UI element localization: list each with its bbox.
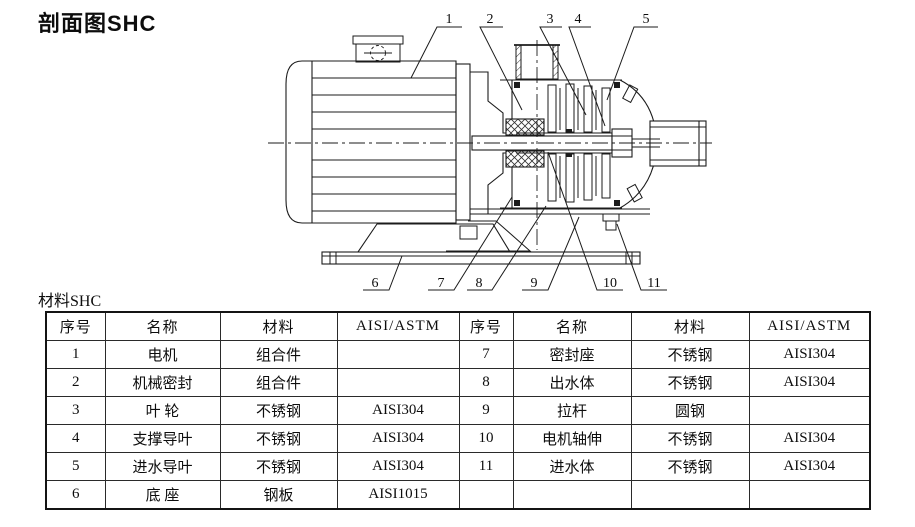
callout-label-5: 5 <box>643 12 650 27</box>
shaft-coupling <box>505 118 545 168</box>
col-header-no: 序号 <box>458 311 514 341</box>
cell-material: 不锈钢 <box>219 452 338 481</box>
motor-body <box>285 60 471 224</box>
cell-aisi: AISI304 <box>748 424 871 453</box>
cell-no: 7 <box>458 340 514 369</box>
bottom-flange <box>470 208 650 231</box>
impeller-stage-stack <box>500 79 622 209</box>
side-port <box>649 120 707 167</box>
cell-aisi <box>748 480 871 510</box>
materials-label: 材料SHC <box>38 293 102 310</box>
cell-aisi: AISI304 <box>748 340 871 369</box>
cell-aisi: AISI304 <box>748 368 871 397</box>
cell-name: 机械密封 <box>104 368 221 397</box>
table-row: 2 机械密封 组合件 8 出水体 不锈钢 AISI304 <box>45 368 871 397</box>
callout-label-11: 11 <box>647 276 660 291</box>
cell-aisi: AISI304 <box>336 424 460 453</box>
table-row: 5 进水导叶 不锈钢 AISI304 11 进水体 不锈钢 AISI304 <box>45 452 871 481</box>
cell-no: 5 <box>45 452 106 481</box>
motor-foot <box>356 220 532 253</box>
cell-aisi <box>336 340 460 369</box>
cell-no: 2 <box>45 368 106 397</box>
cell-no: 3 <box>45 396 106 425</box>
cell-material: 不锈钢 <box>219 424 338 453</box>
page-title: 剖面图SHC <box>38 11 157 36</box>
table-row: 3 叶 轮 不锈钢 AISI304 9 拉杆 圆钢 <box>45 396 871 425</box>
col-header-aisi: AISI/ASTM <box>336 311 460 341</box>
callout-label-6: 6 <box>372 276 379 291</box>
col-header-material: 材料 <box>219 311 338 341</box>
cell-material: 不锈钢 <box>630 340 750 369</box>
cell-no <box>458 480 514 510</box>
cell-material: 不锈钢 <box>219 396 338 425</box>
callout-numbers: 1 2 3 4 5 6 7 8 9 10 11 <box>372 12 661 291</box>
cell-material: 组合件 <box>219 368 338 397</box>
cell-aisi: AISI304 <box>336 396 460 425</box>
seal-rings <box>514 82 620 206</box>
col-header-no: 序号 <box>45 311 106 341</box>
callout-label-10: 10 <box>603 276 617 291</box>
cell-material: 不锈钢 <box>630 368 750 397</box>
cell-no: 11 <box>458 452 514 481</box>
base-plate <box>321 251 641 265</box>
cell-material: 圆钢 <box>630 396 750 425</box>
centerlines <box>268 40 712 250</box>
cell-no: 1 <box>45 340 106 369</box>
cell-aisi: AISI1015 <box>336 480 460 510</box>
cell-name <box>512 480 632 510</box>
cell-name: 进水体 <box>512 452 632 481</box>
materials-table: 序号 名称 材料 AISI/ASTM 序号 名称 材料 AISI/ASTM 1 … <box>45 311 871 510</box>
cell-name: 底 座 <box>104 480 221 510</box>
cell-name: 支撑导叶 <box>104 424 221 453</box>
cell-aisi <box>748 396 871 425</box>
cell-material: 不锈钢 <box>630 424 750 453</box>
callout-label-7: 7 <box>438 276 445 291</box>
cell-name: 出水体 <box>512 368 632 397</box>
cell-name: 拉杆 <box>512 396 632 425</box>
cell-name: 电机轴伸 <box>512 424 632 453</box>
cell-aisi: AISI304 <box>748 452 871 481</box>
cell-name: 密封座 <box>512 340 632 369</box>
callout-label-4: 4 <box>575 12 582 27</box>
cell-name: 进水导叶 <box>104 452 221 481</box>
pump-cross-section-diagram: 1 2 3 4 5 6 7 8 9 10 11 <box>268 12 712 291</box>
cell-aisi: AISI304 <box>336 452 460 481</box>
cell-name: 电机 <box>104 340 221 369</box>
callout-label-8: 8 <box>476 276 483 291</box>
table-row: 6 底 座 钢板 AISI1015 <box>45 480 871 510</box>
cell-no: 9 <box>458 396 514 425</box>
callout-label-2: 2 <box>487 12 494 27</box>
cell-no: 10 <box>458 424 514 453</box>
col-header-name: 名称 <box>512 311 632 341</box>
cooling-fins <box>312 77 456 212</box>
cell-name: 叶 轮 <box>104 396 221 425</box>
callout-label-1: 1 <box>446 12 453 27</box>
cell-no: 4 <box>45 424 106 453</box>
cell-aisi <box>336 368 460 397</box>
terminal-box <box>352 35 404 63</box>
cell-material <box>630 480 750 510</box>
callout-label-9: 9 <box>531 276 538 291</box>
col-header-name: 名称 <box>104 311 221 341</box>
cell-material: 组合件 <box>219 340 338 369</box>
cell-material: 钢板 <box>219 480 338 510</box>
table-row: 4 支撑导叶 不锈钢 AISI304 10 电机轴伸 不锈钢 AISI304 <box>45 424 871 453</box>
callout-label-3: 3 <box>547 12 554 27</box>
col-header-aisi: AISI/ASTM <box>748 311 871 341</box>
col-header-material: 材料 <box>630 311 750 341</box>
leader-lines <box>363 26 667 291</box>
table-row: 1 电机 组合件 7 密封座 不锈钢 AISI304 <box>45 340 871 369</box>
drawing <box>268 26 712 291</box>
cell-no: 6 <box>45 480 106 510</box>
cell-material: 不锈钢 <box>630 452 750 481</box>
cell-no: 8 <box>458 368 514 397</box>
table-header-row: 序号 名称 材料 AISI/ASTM 序号 名称 材料 AISI/ASTM <box>45 311 871 341</box>
